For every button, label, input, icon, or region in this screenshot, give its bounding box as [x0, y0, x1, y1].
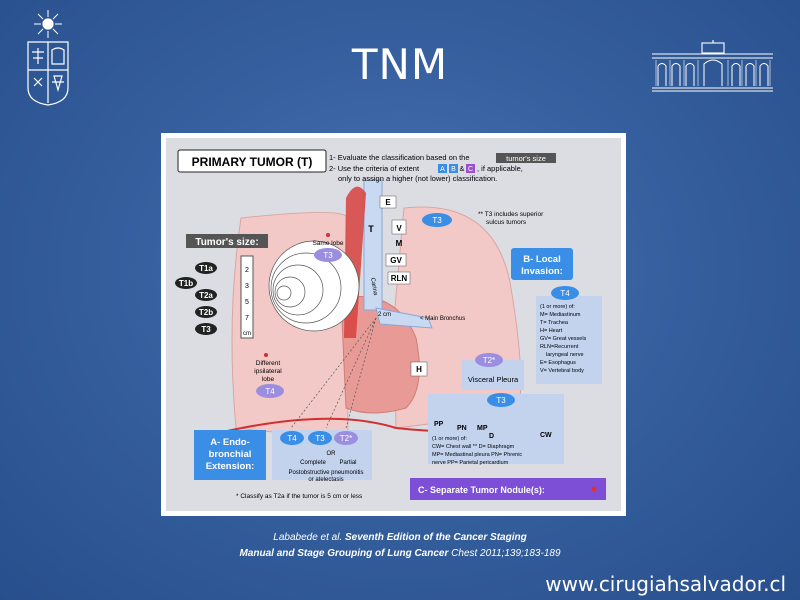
- size-class-badge: T2a: [199, 291, 213, 300]
- instruction-2b: , if applicable,: [477, 164, 523, 173]
- instruction-3: only to assign a higher (not lower) clas…: [338, 174, 497, 183]
- t3-line: nerve PP= Parietal pericardium: [432, 460, 509, 466]
- t4-line: E= Esophagus: [540, 360, 576, 366]
- trachea: [363, 179, 383, 311]
- main-bronchus: [375, 307, 433, 329]
- endo-post: Postobstructive pneumonitis: [288, 470, 363, 476]
- local-invasion-title: Invasion:: [521, 266, 563, 277]
- sulcus-note: sulcus tumors: [486, 219, 527, 226]
- tnm-figure: 2 3 5 7 cm PRIMARY TUMOR (T) 1- Evaluate…: [161, 133, 626, 516]
- t3-line: CW= Chest wall ** D= Diaphragm: [432, 444, 515, 450]
- slide-title: TNM: [351, 40, 449, 89]
- tumor-size-highlight: tumor's size: [506, 154, 546, 163]
- t3-badge: T3: [496, 396, 506, 405]
- sulcus-t3: T3: [432, 216, 442, 225]
- t3-line: (1 or more) of:: [432, 436, 467, 442]
- main-bronchus-label: < Main Bronchus: [420, 316, 465, 322]
- endo-post: or atelectasis: [308, 477, 343, 483]
- endo-t2: T2*: [340, 434, 352, 443]
- cw-label: CW: [540, 432, 552, 439]
- diff-lobe-t4: T4: [265, 387, 275, 396]
- t4-line: RLN=Recurrent: [540, 344, 579, 350]
- size-ruler: [240, 255, 254, 339]
- two-cm-label: 2 cm: [378, 312, 391, 318]
- struct-rln: RLN: [391, 274, 408, 283]
- t4-badge: T4: [560, 289, 570, 298]
- tumor-size-label: Tumor's size:: [195, 237, 258, 248]
- website-url[interactable]: www.cirugiahsalvador.cl: [545, 572, 786, 596]
- ruler-tick: 5: [245, 299, 249, 306]
- citation-authors: Lababede et al.: [273, 532, 343, 543]
- ruler-tick: 2: [245, 267, 249, 274]
- struct-gv: GV: [390, 256, 402, 265]
- footnote: * Classify as T2a if the tumor is 5 cm o…: [236, 493, 363, 500]
- diff-lobe-label: ipsilateral: [254, 368, 282, 375]
- size-class-badge: T2b: [199, 308, 213, 317]
- endo-complete: Complete: [300, 460, 326, 466]
- t4-line: T= Trachea: [540, 320, 569, 326]
- ruler-tick: 3: [245, 283, 249, 290]
- university-seal-icon: [27, 10, 69, 106]
- t4-line: laryngeal nerve: [546, 352, 584, 358]
- badge-c: C: [468, 166, 473, 173]
- endo-title: Extension:: [206, 461, 255, 472]
- t4-line: M= Mediastinum: [540, 312, 581, 318]
- diff-lobe-label: Different: [256, 360, 281, 367]
- pp-label: PP: [434, 421, 444, 428]
- citation: Lababede et al. Seventh Edition of the C…: [0, 530, 800, 562]
- t4-line: GV= Great vessels: [540, 336, 587, 342]
- separate-nodules-label: C- Separate Tumor Nodule(s):: [418, 485, 545, 495]
- hospital-building-icon: [652, 40, 773, 92]
- t4-line: H= Heart: [540, 328, 563, 334]
- endo-title: A- Endo-: [210, 437, 250, 448]
- sulcus-note: ** T3 includes superior: [478, 211, 544, 218]
- diff-lobe-label: lobe: [262, 376, 275, 383]
- endo-title: bronchial: [209, 449, 252, 460]
- struct-v: V: [396, 224, 402, 233]
- endo-partial: Partial: [339, 460, 356, 466]
- endo-t4: T4: [287, 434, 297, 443]
- mp-label: MP: [477, 425, 488, 432]
- struct-e: E: [385, 198, 391, 207]
- local-invasion-title: B- Local: [523, 254, 560, 265]
- citation-title: Manual and Stage Grouping of Lung Cancer: [239, 548, 449, 559]
- instruction-2: 2- Use the criteria of extent: [329, 164, 420, 173]
- visceral-t2: T2*: [483, 356, 495, 365]
- d-label: D: [489, 433, 494, 440]
- t4-line: V= Vertebral body: [540, 368, 584, 374]
- pn-label: PN: [457, 425, 467, 432]
- primary-tumor-diagram: 2 3 5 7 cm PRIMARY TUMOR (T) 1- Evaluate…: [166, 138, 621, 511]
- citation-journal: Chest 2011;139;183-189: [451, 548, 561, 559]
- struct-t: T: [368, 224, 374, 234]
- struct-m: M: [396, 239, 403, 248]
- ruler-tick: cm: [243, 331, 251, 337]
- ruler-tick: 7: [245, 315, 249, 322]
- endo-or: OR: [327, 451, 337, 457]
- instruction-1: 1- Evaluate the classification based on …: [329, 153, 470, 162]
- badge-a: A: [440, 166, 445, 173]
- struct-h: H: [416, 365, 422, 374]
- same-lobe-label: Same lobe: [312, 240, 343, 247]
- badge-amp: &: [460, 166, 465, 173]
- size-class-badge: T1a: [199, 264, 213, 273]
- citation-title: Seventh Edition of the Cancer Staging: [345, 532, 527, 543]
- same-lobe-t3: T3: [323, 251, 333, 260]
- figure-header: PRIMARY TUMOR (T): [192, 155, 313, 169]
- t3-line: MP= Mediastinal pleura PN= Phrenic: [432, 452, 522, 458]
- endo-t3: T3: [315, 434, 325, 443]
- size-class-badge: T3: [201, 325, 211, 334]
- t4-line: (1 or more) of:: [540, 304, 575, 310]
- size-class-badge: T1b: [179, 279, 193, 288]
- badge-b: B: [451, 166, 456, 173]
- visceral-label: Visceral Pleura: [468, 375, 519, 384]
- carina-label: Carina: [369, 277, 378, 296]
